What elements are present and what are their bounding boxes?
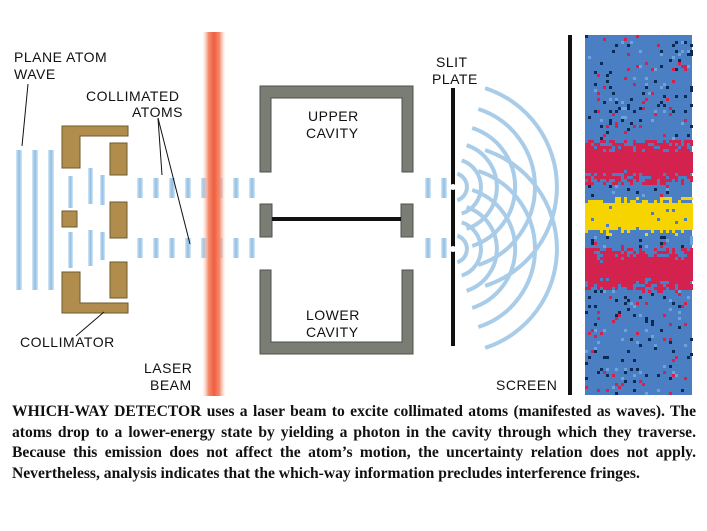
atom-wavefront xyxy=(249,238,255,258)
atom-wavefront xyxy=(185,238,191,258)
label-laser-beam-1: LASER xyxy=(144,360,192,376)
atom-wavefront xyxy=(441,178,447,198)
screen-pattern xyxy=(585,35,693,395)
atom-wavefront xyxy=(169,238,175,258)
atom-wavefront xyxy=(233,238,239,258)
label-lower-cavity-2: CAVITY xyxy=(306,324,359,340)
diffraction-arc xyxy=(460,158,483,216)
collimator xyxy=(61,125,129,314)
label-collimated-atoms-2: ATOMS xyxy=(132,104,183,120)
label-plane-atom-wave-1: PLANE ATOM xyxy=(14,49,107,65)
diffraction-arc xyxy=(465,143,499,231)
screen-line xyxy=(568,35,572,395)
lower-atom-beam xyxy=(137,238,447,258)
label-upper-cavity-1: UPPER xyxy=(308,108,359,124)
atom-wavefront xyxy=(249,178,255,198)
upper-cavity-lower-edge-left xyxy=(259,203,273,238)
atom-wavefront xyxy=(137,178,143,198)
atom-wavefront xyxy=(441,238,447,258)
diffraction-arc xyxy=(460,220,483,278)
laser-beam xyxy=(203,32,225,396)
label-collimator: COLLIMATOR xyxy=(20,334,115,350)
figure-caption: WHICH-WAY DETECTOR uses a laser beam to … xyxy=(12,403,696,482)
which-way-detector-diagram: PLANE ATOM WAVE COLLIMATED ATOMS COLLIMA… xyxy=(14,32,693,396)
lower-cavity xyxy=(259,269,414,355)
atom-wavefront xyxy=(169,178,175,198)
atom-wavefront xyxy=(425,238,431,258)
upper-atom-beam xyxy=(137,178,447,198)
label-laser-beam-2: BEAM xyxy=(150,377,192,393)
diffraction-waves xyxy=(456,86,559,350)
upper-cavity xyxy=(259,85,414,173)
label-plane-atom-wave-2: WAVE xyxy=(14,66,56,82)
diffraction-arc xyxy=(484,86,559,288)
collimator-inner-wave xyxy=(68,168,105,268)
cavity-divider xyxy=(272,217,401,221)
diffraction-arc xyxy=(471,188,518,310)
atom-wavefront xyxy=(233,178,239,198)
atom-wavefront xyxy=(153,238,159,258)
atom-wavefront xyxy=(153,178,159,198)
label-slit-plate-1: SLIT xyxy=(436,54,468,70)
diffraction-arc xyxy=(456,171,469,203)
diffraction-arc xyxy=(471,126,518,248)
atom-wavefront xyxy=(185,178,191,198)
label-upper-cavity-2: CAVITY xyxy=(306,125,359,141)
label-lower-cavity-1: LOWER xyxy=(306,307,360,323)
leader-lines xyxy=(21,83,191,337)
label-slit-plate-2: PLATE xyxy=(432,71,478,87)
plane-atom-wave xyxy=(16,150,54,290)
upper-cavity-lower-edge-right xyxy=(400,203,414,238)
diffraction-arc xyxy=(456,233,469,265)
diffraction-arc xyxy=(465,205,499,293)
diffraction-arc xyxy=(477,169,537,329)
slit-plate xyxy=(450,88,456,346)
diffraction-arc xyxy=(484,148,559,350)
atom-wavefront xyxy=(137,238,143,258)
label-screen: SCREEN xyxy=(496,377,557,393)
label-collimated-atoms-1: COLLIMATED xyxy=(86,88,179,104)
atom-wavefront xyxy=(425,178,431,198)
